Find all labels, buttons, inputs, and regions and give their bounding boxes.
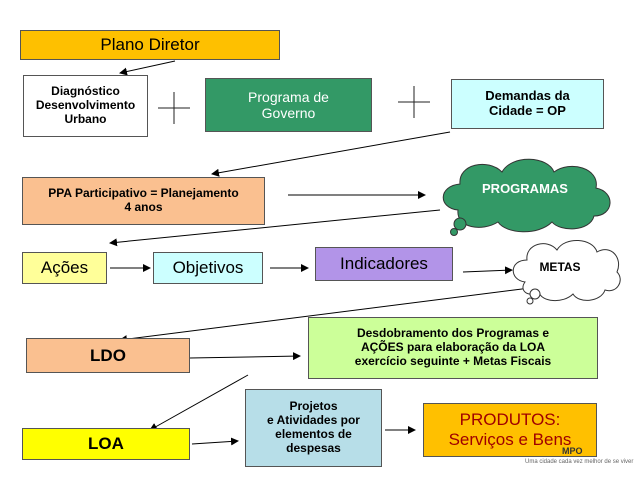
node-label: Cidade = OP	[489, 103, 566, 118]
node-diagnostico: Diagnóstico Desenvolvimento Urbano	[23, 75, 148, 137]
arrow-plano-to-diagnostico	[119, 60, 176, 76]
plus-icon	[158, 92, 190, 124]
footer-logo-text: MPO	[562, 446, 583, 456]
node-produtos: PRODUTOS: Serviços e Bens	[423, 403, 597, 457]
node-objetivos: Objetivos	[153, 252, 263, 284]
node-label: Desdobramento dos Programas e	[356, 326, 550, 341]
node-programa-governo: Programa de Governo	[205, 78, 372, 132]
node-label: Diagnóstico	[51, 84, 120, 99]
node-projetos: Projetos e Atividades por elementos de d…	[245, 389, 382, 467]
node-label: AÇÕES para elaboração da LOA	[360, 340, 546, 355]
cloud-programas-label: PROGRAMAS	[482, 181, 568, 196]
node-indicadores: Indicadores	[315, 247, 453, 281]
arrow-programas-to-acoes	[109, 209, 441, 247]
arrow-metas-to-ldo	[119, 287, 531, 344]
node-acoes: Ações	[22, 252, 107, 284]
node-label: Ações	[40, 258, 89, 278]
arrow-loa-to-projetos	[191, 437, 239, 446]
arrow-desdobramento-to-loa	[149, 374, 249, 431]
node-label: Projetos	[289, 399, 338, 414]
node-label: Governo	[261, 105, 316, 121]
node-label: elementos de	[275, 427, 352, 441]
footer-tagline: Uma cidade cada vez melhor de se viver	[525, 459, 634, 465]
node-loa: LOA	[22, 428, 190, 460]
node-desdobramento: Desdobramento dos Programas e AÇÕES para…	[308, 317, 598, 379]
arrow-indicadores-to-metas	[462, 266, 513, 275]
node-label: LDO	[90, 345, 126, 365]
node-label: Objetivos	[172, 258, 244, 278]
node-label: Indicadores	[340, 254, 428, 274]
node-label: despesas	[286, 440, 341, 455]
cloud-metas	[512, 240, 621, 305]
cloud-programas	[442, 158, 611, 236]
node-label: Urbano	[64, 111, 107, 126]
node-label: Programa de	[248, 88, 329, 105]
node-label: exercício seguinte + Metas Fiscais	[354, 353, 552, 368]
node-demandas: Demandas da Cidade = OP	[451, 79, 604, 129]
node-label: PPA Participativo = Planejamento	[48, 186, 239, 201]
node-label: Demandas da	[485, 88, 570, 104]
node-ppa: PPA Participativo = Planejamento 4 anos	[22, 177, 265, 225]
arrow-demandas-to-ppa	[211, 131, 451, 177]
node-label: Serviços e Bens	[448, 430, 572, 449]
node-plano-diretor: Plano Diretor	[20, 30, 280, 60]
node-label: PRODUTOS:	[459, 410, 561, 430]
plus-icon	[398, 86, 430, 118]
node-label: LOA	[88, 434, 124, 454]
cloud-metas-label: METAS	[539, 260, 581, 274]
node-label: e Atividades por	[267, 413, 360, 428]
arrow-ldo-to-desdobramento	[189, 352, 301, 361]
node-label: Plano Diretor	[100, 35, 200, 55]
node-label: Desenvolvimento	[35, 98, 136, 113]
node-label: 4 anos	[124, 200, 163, 214]
node-ldo: LDO	[26, 338, 190, 373]
